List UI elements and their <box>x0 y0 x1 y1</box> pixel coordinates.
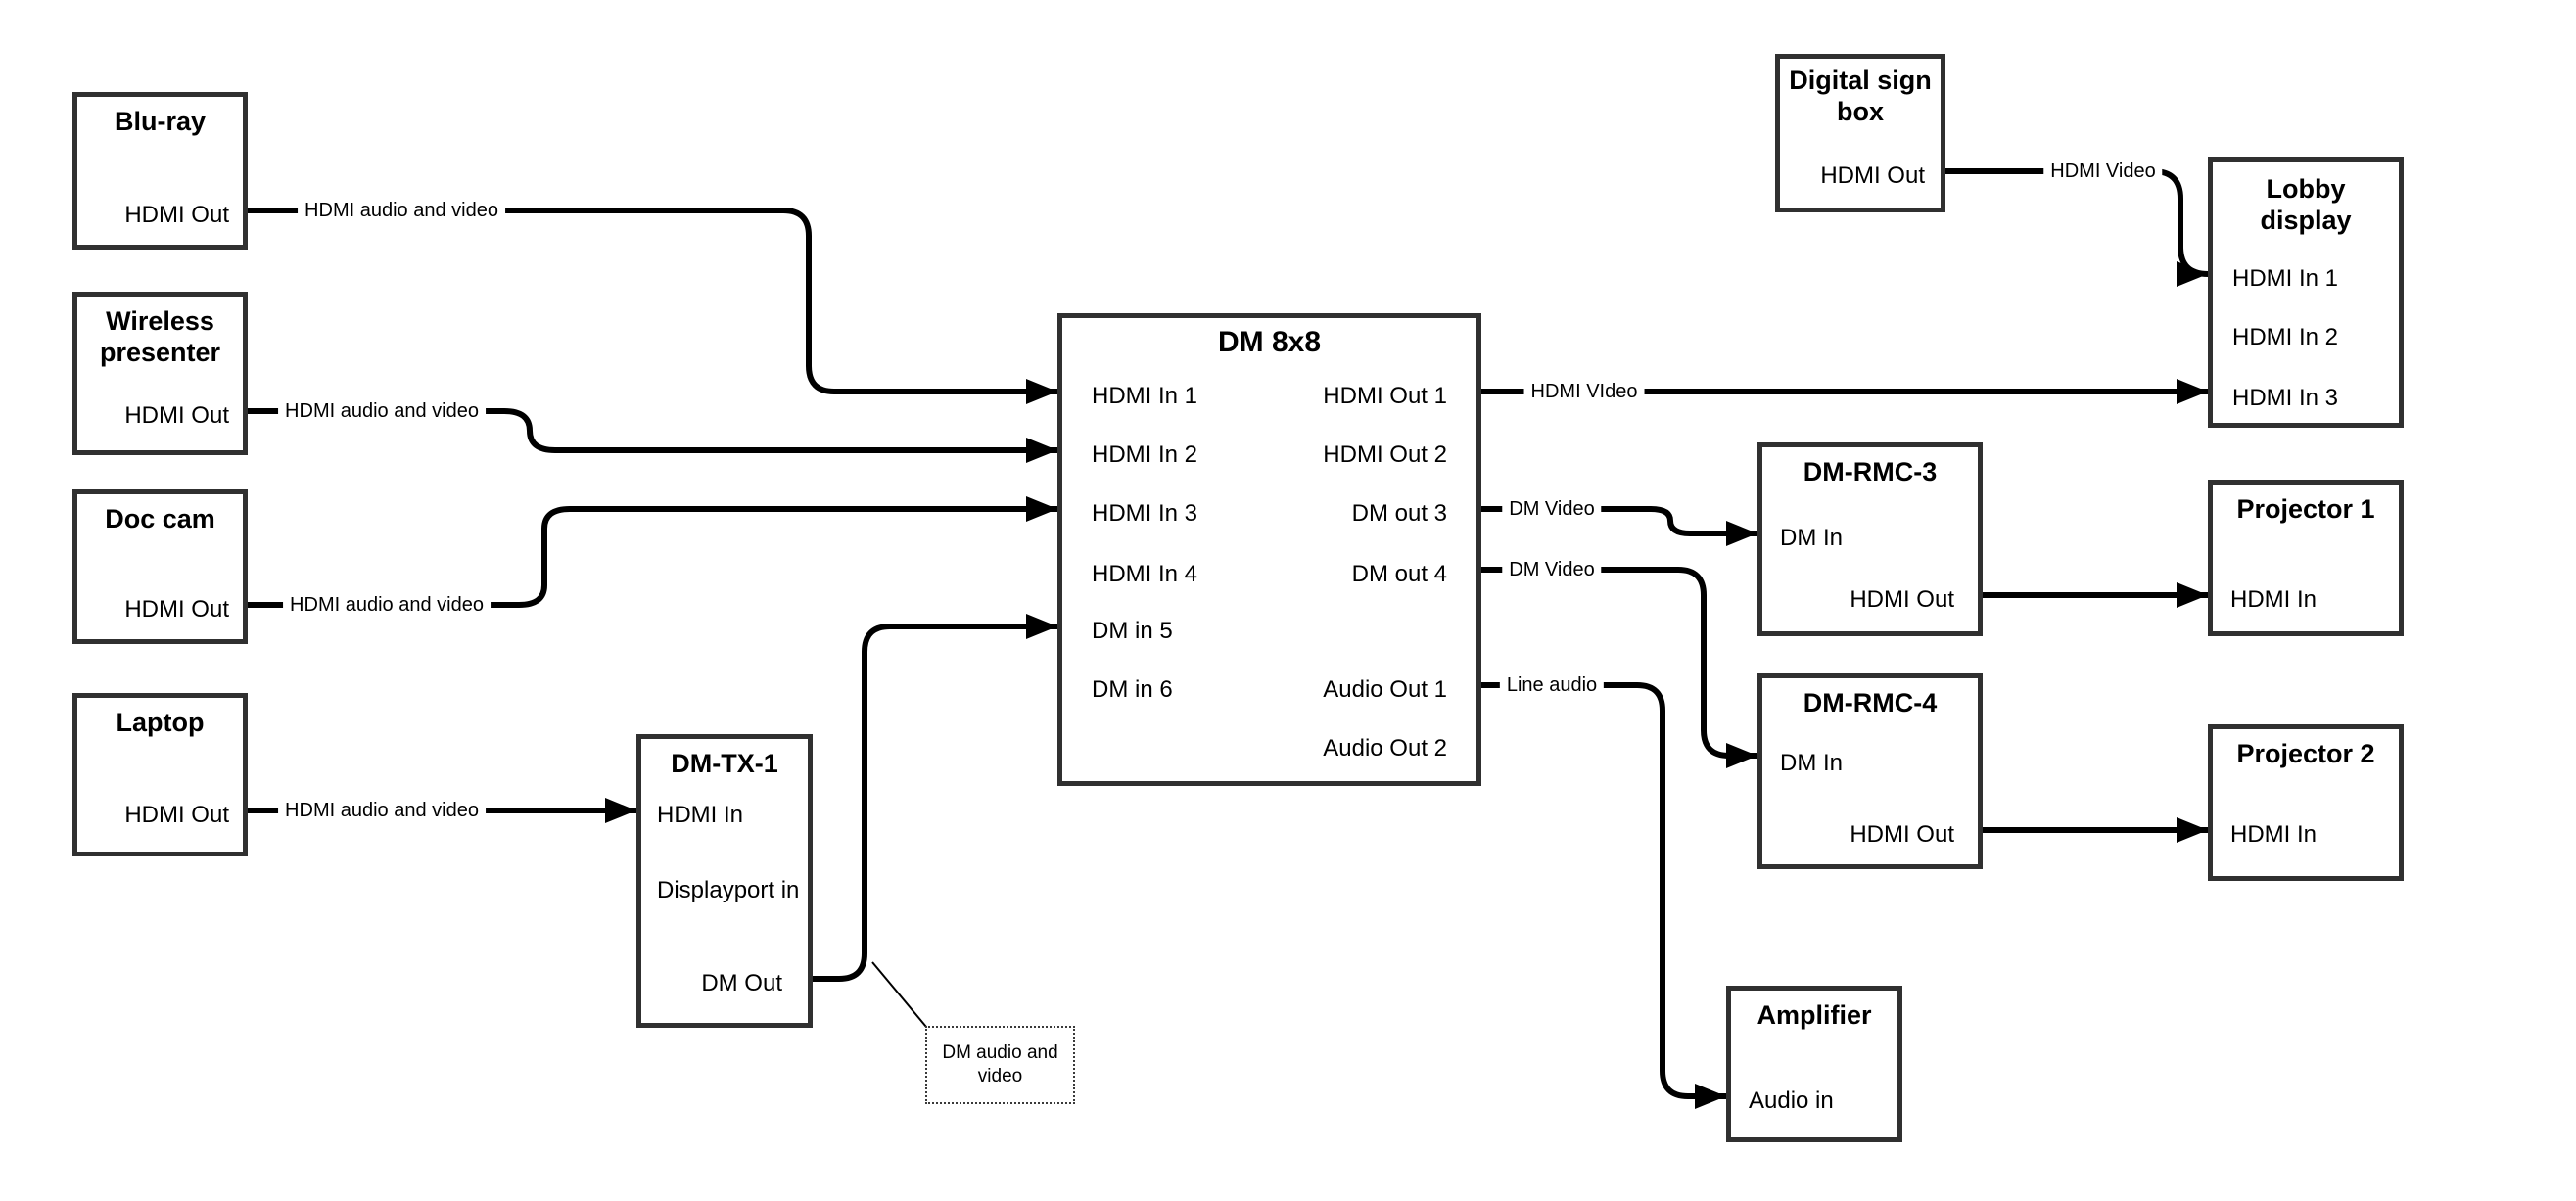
node-title: DM 8x8 <box>1217 326 1322 358</box>
port-hdmi-out: HDMI Out <box>124 402 229 429</box>
node-title: Laptop <box>116 708 205 737</box>
node-dm-rmc-3: DM-RMC-3 DM In HDMI Out <box>1757 442 1983 636</box>
wire-label-hdmi-audio-video-3: HDMI audio and video <box>283 591 491 619</box>
port-dm-in: DM In <box>1780 525 1844 551</box>
node-title: Digital sign box <box>1789 66 1932 126</box>
wire-dmtx1-to-dm8x8-dm-in-5 <box>813 614 1057 982</box>
wire-label-hdmi-video-out1: HDMI VIdeo <box>1523 378 1645 405</box>
wire-label-hdmi-audio-video-4: HDMI audio and video <box>278 797 486 824</box>
port-hdmi-in-3: HDMI In 3 <box>1092 500 1198 527</box>
port-hdmi-out-1: HDMI Out 1 <box>1323 383 1447 409</box>
port-hdmi-out: HDMI Out <box>124 802 229 828</box>
wire-doccam-to-dm8x8-hdmi-in-3 <box>248 496 1057 608</box>
port-hdmi-out-2: HDMI Out 2 <box>1323 441 1447 468</box>
wire-label-hdmi-video: HDMI Video <box>2043 158 2163 185</box>
node-laptop: Laptop HDMI Out <box>72 693 248 856</box>
node-amplifier: Amplifier Audio in <box>1726 986 1902 1142</box>
wire-dm8x8-audio-out-1-to-amplifier <box>1481 682 1726 1109</box>
port-dm-out-3: DM out 3 <box>1351 500 1447 527</box>
node-title: Projector 2 <box>2236 739 2375 768</box>
node-title: Projector 1 <box>2236 494 2375 524</box>
callout-leader-line <box>871 961 927 1028</box>
wire-label-hdmi-audio-video-2: HDMI audio and video <box>278 397 486 425</box>
wire-label-dm-video-1: DM Video <box>1502 495 1602 523</box>
port-hdmi-in: HDMI In <box>2230 586 2318 613</box>
wire-label-line-audio: Line audio <box>1499 671 1605 699</box>
port-hdmi-out: HDMI Out <box>124 596 229 623</box>
port-hdmi-in-3: HDMI In 3 <box>2232 385 2339 411</box>
node-projector-2: Projector 2 HDMI In <box>2208 724 2404 881</box>
node-digital-sign-box: Digital sign box HDMI Out <box>1775 54 1945 212</box>
node-title: DM-RMC-3 <box>1803 457 1938 486</box>
port-hdmi-in: HDMI In <box>2230 821 2318 848</box>
port-hdmi-in-1: HDMI In 1 <box>2232 265 2339 292</box>
node-dm-tx-1: DM-TX-1 HDMI In Displayport in DM Out <box>636 734 813 1028</box>
port-hdmi-in: HDMI In <box>657 802 744 828</box>
node-title: DM-TX-1 <box>671 749 778 778</box>
node-lobby-display: Lobby display HDMI In 1 HDMI In 2 HDMI I… <box>2208 157 2404 428</box>
port-dm-in-5: DM in 5 <box>1092 618 1173 644</box>
port-hdmi-out: HDMI Out <box>1820 162 1925 189</box>
port-hdmi-out: HDMI Out <box>1850 821 1954 848</box>
node-bluray: Blu-ray HDMI Out <box>72 92 248 250</box>
node-doc-cam: Doc cam HDMI Out <box>72 489 248 644</box>
node-title: Wireless presenter <box>99 306 221 367</box>
wire-dm8x8-dm-out-3-to-rmc3-dm-in <box>1481 506 1757 546</box>
wire-dm8x8-dm-out-4-to-rmc4-dm-in <box>1481 567 1757 768</box>
node-wireless-presenter: Wireless presenter HDMI Out <box>72 292 248 455</box>
port-dm-out: DM Out <box>701 970 782 996</box>
wire-bluray-to-dm8x8-hdmi-in-1 <box>248 208 1057 404</box>
node-projector-1: Projector 1 HDMI In <box>2208 480 2404 636</box>
node-title: DM-RMC-4 <box>1803 688 1938 717</box>
port-hdmi-in-2: HDMI In 2 <box>1092 441 1198 468</box>
port-audio-out-1: Audio Out 1 <box>1323 676 1447 703</box>
port-dm-in: DM In <box>1780 750 1844 776</box>
wire-sign-to-lobby-hdmi-in-1 <box>1945 168 2209 287</box>
node-title: Blu-ray <box>114 107 207 136</box>
node-title: Amplifier <box>1756 1000 1872 1030</box>
port-hdmi-out: HDMI Out <box>124 202 229 228</box>
port-audio-in: Audio in <box>1749 1087 1834 1114</box>
port-hdmi-in-4: HDMI In 4 <box>1092 561 1198 587</box>
port-audio-out-2: Audio Out 2 <box>1323 735 1447 762</box>
port-displayport-in: Displayport in <box>657 877 800 903</box>
callout-dm-audio-and-video: DM audio and video <box>925 1026 1075 1104</box>
node-dm-8x8: DM 8x8 HDMI In 1 HDMI In 2 HDMI In 3 HDM… <box>1057 313 1481 786</box>
node-title: Doc cam <box>105 504 215 533</box>
port-hdmi-in-1: HDMI In 1 <box>1092 383 1198 409</box>
wire-label-dm-video-2: DM Video <box>1502 556 1602 583</box>
port-dm-out-4: DM out 4 <box>1351 561 1447 587</box>
node-title: Lobby display <box>2260 174 2352 235</box>
port-hdmi-out: HDMI Out <box>1850 586 1954 613</box>
port-hdmi-in-2: HDMI In 2 <box>2232 324 2339 350</box>
wire-wireless-to-dm8x8-hdmi-in-2 <box>248 408 1057 463</box>
wire-label-hdmi-audio-video-1: HDMI audio and video <box>298 197 505 224</box>
port-dm-in-6: DM in 6 <box>1092 676 1173 703</box>
node-dm-rmc-4: DM-RMC-4 DM In HDMI Out <box>1757 673 1983 869</box>
